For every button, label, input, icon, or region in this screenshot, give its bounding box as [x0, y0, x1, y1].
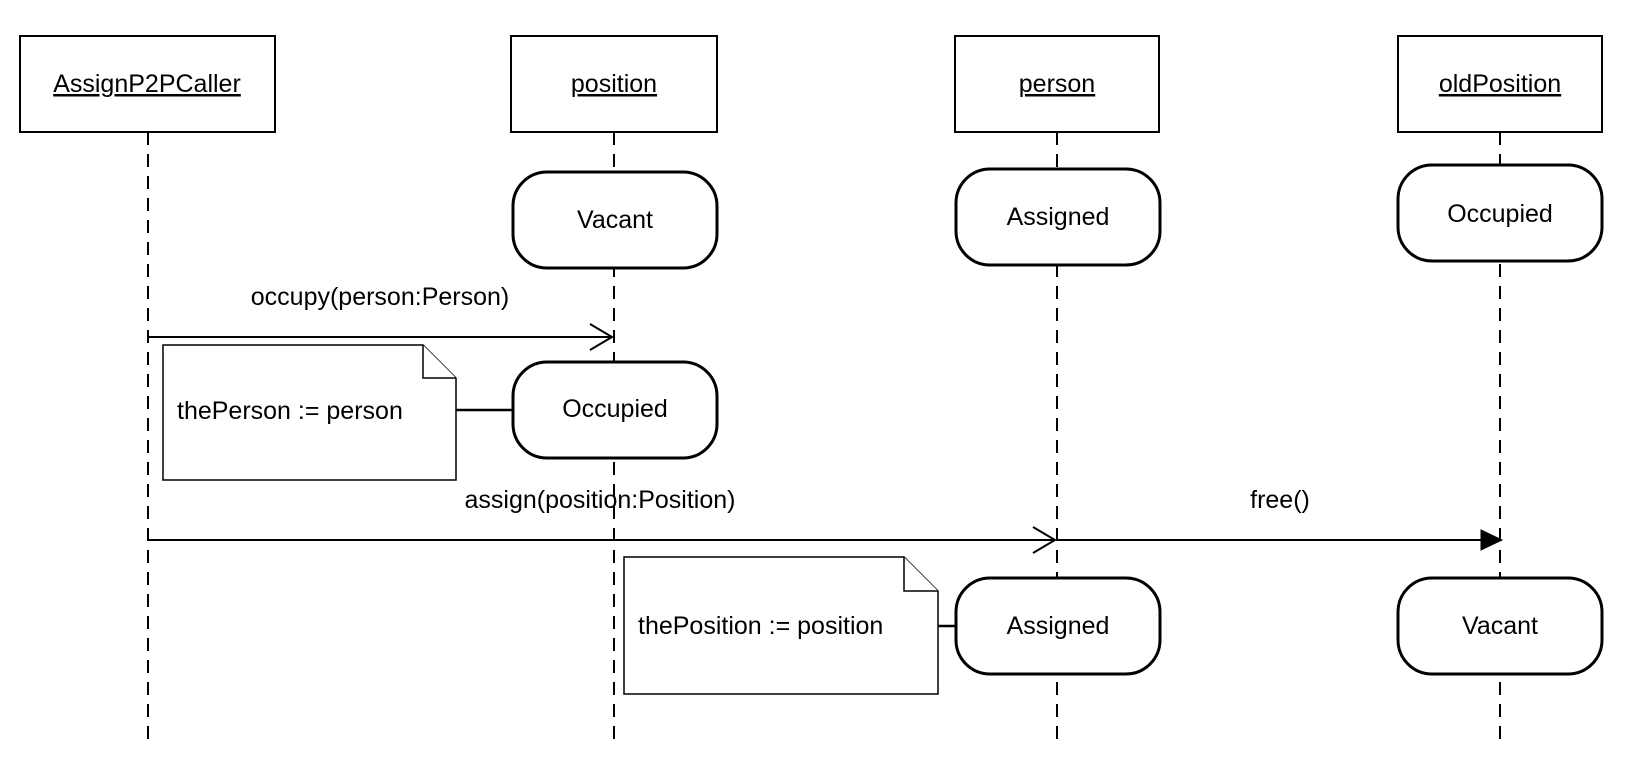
object-label-person: person	[1019, 70, 1095, 98]
state-label: Vacant	[577, 206, 653, 234]
object-label-oldposition: oldPosition	[1439, 70, 1561, 98]
state-label: Occupied	[1447, 200, 1553, 228]
state-person-initial: Assigned	[954, 167, 1162, 267]
state-label: Assigned	[1007, 203, 1110, 231]
message-label-occupy: occupy(person:Person)	[251, 283, 509, 311]
object-box-caller: AssignP2PCaller	[19, 35, 276, 133]
note-the-position: thePosition := position	[623, 556, 939, 695]
state-label: Assigned	[1007, 612, 1110, 640]
state-oldposition-vacant-final: Vacant	[1396, 576, 1604, 676]
state-label: Vacant	[1462, 612, 1538, 640]
note-text: thePerson := person	[177, 397, 403, 425]
state-oldposition-initial: Occupied	[1396, 163, 1604, 263]
state-position-occupied: Occupied	[511, 360, 719, 460]
object-box-person: person	[954, 35, 1160, 133]
message-arrow-occupy	[148, 323, 614, 351]
note-text: thePosition := position	[638, 612, 883, 640]
object-box-position: position	[510, 35, 718, 133]
message-arrow-free	[1057, 529, 1504, 551]
state-position-initial: Vacant	[511, 170, 719, 270]
state-person-assigned-final: Assigned	[954, 576, 1162, 676]
note-the-person: thePerson := person	[162, 344, 457, 481]
message-label-free: free()	[1250, 486, 1310, 514]
object-label-position: position	[571, 70, 657, 98]
object-box-oldposition: oldPosition	[1397, 35, 1603, 133]
state-label: Occupied	[562, 395, 668, 423]
message-arrow-assign	[148, 526, 1057, 554]
message-label-assign: assign(position:Position)	[465, 486, 736, 514]
object-label-caller: AssignP2PCaller	[53, 70, 241, 98]
